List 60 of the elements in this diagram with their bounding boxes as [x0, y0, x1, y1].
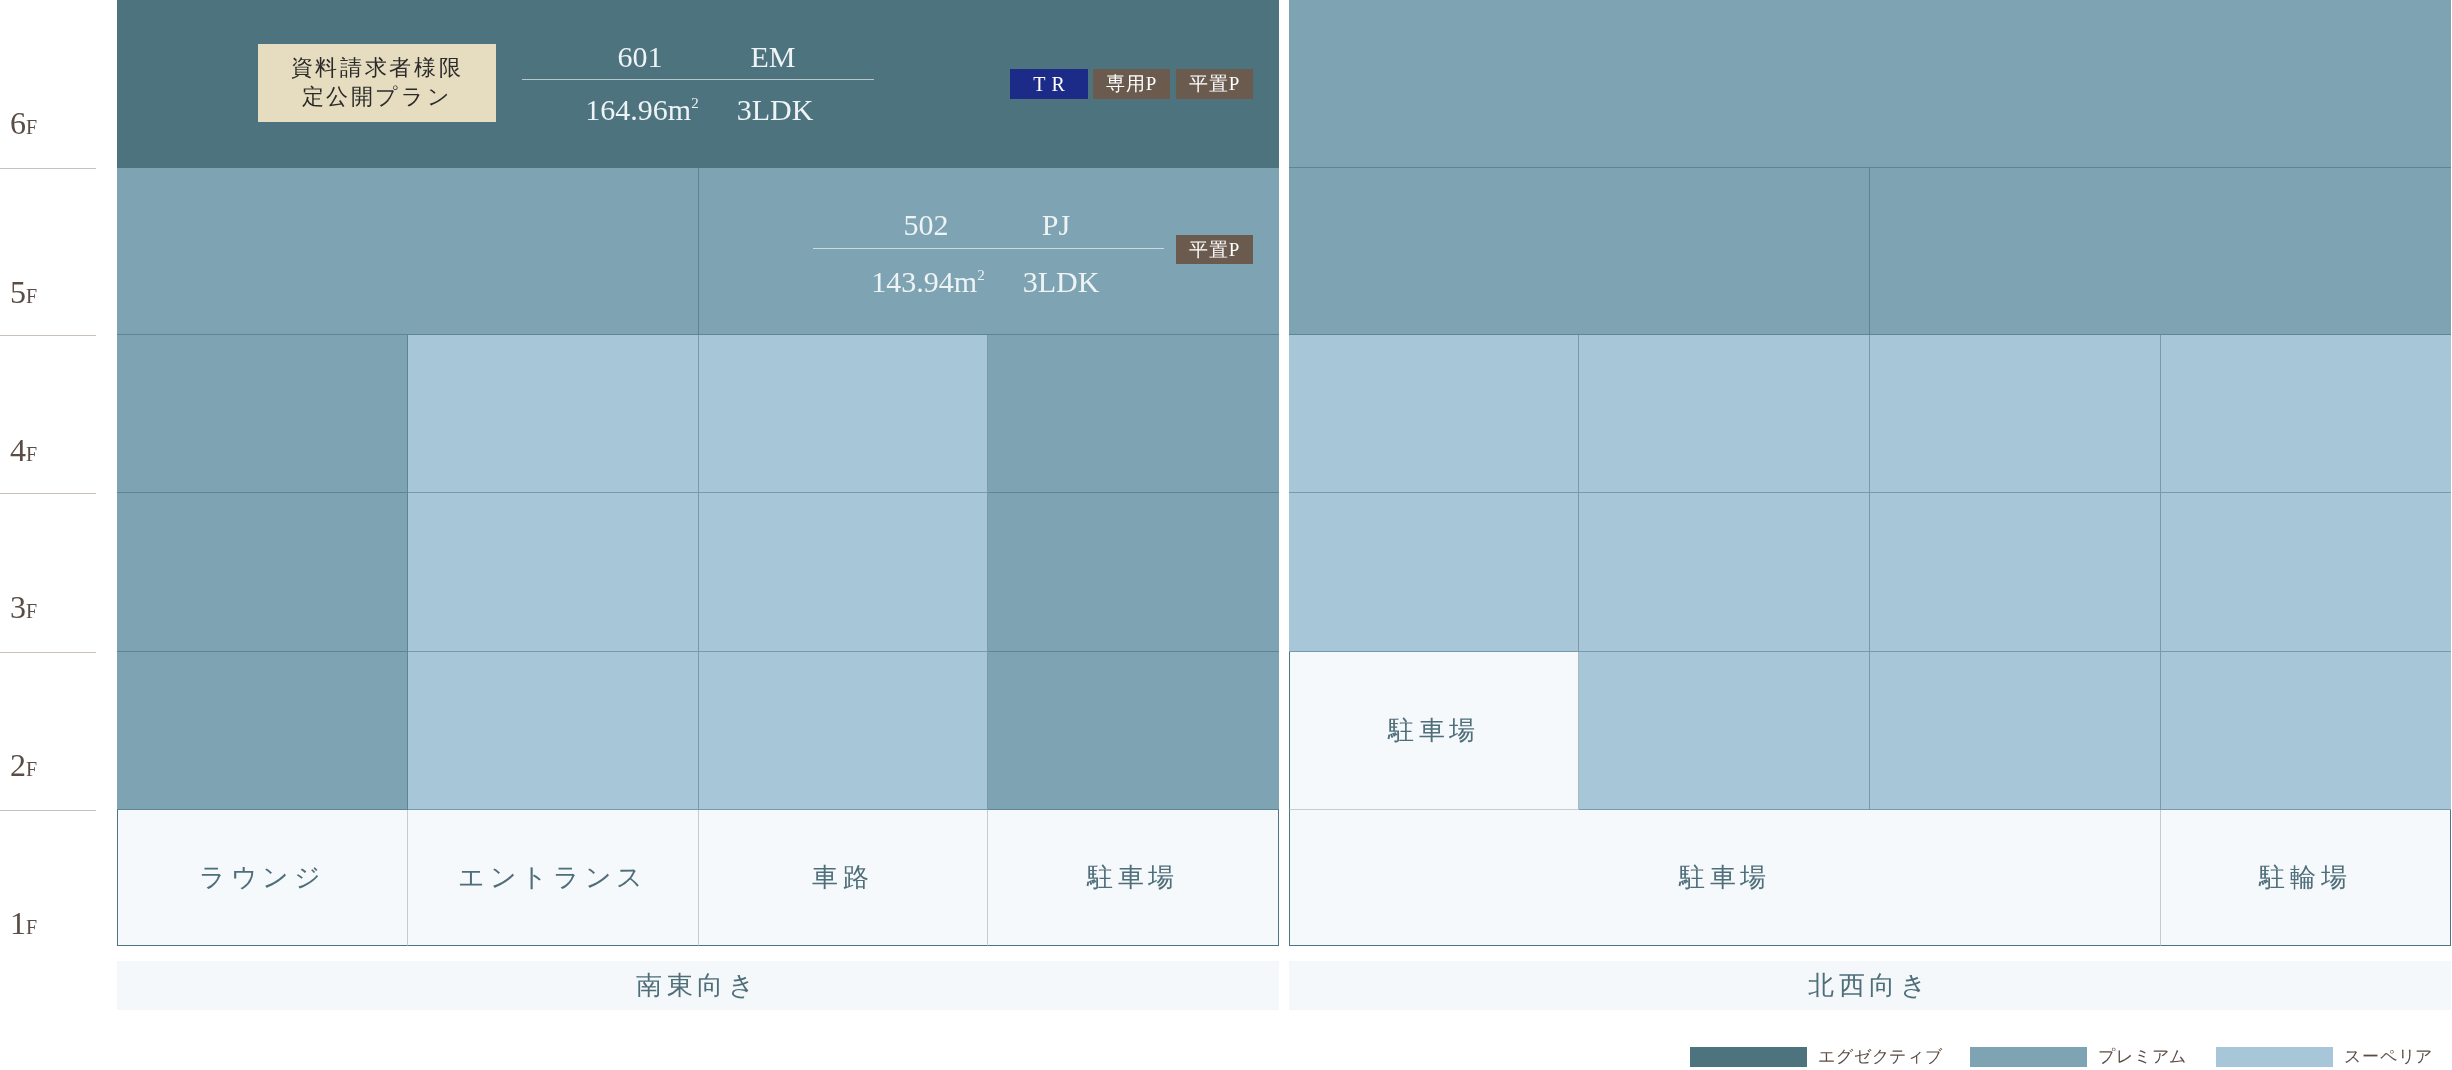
- unit-cell: [699, 493, 988, 652]
- floor-label: 1F: [10, 907, 38, 939]
- tag-badge: 平置P: [1176, 235, 1253, 264]
- unit-cell: [1579, 493, 1870, 652]
- floor-label: 6F: [10, 107, 38, 139]
- facility-cell: エントランス: [408, 810, 699, 946]
- unit-cell: [1870, 335, 2161, 493]
- unit-cell: [699, 335, 988, 493]
- unit-cell: [988, 335, 1279, 493]
- unit-cell: [699, 652, 988, 810]
- unit-cell: [1870, 168, 2451, 335]
- unit-cell: [1289, 493, 1579, 652]
- facility-cell: 駐車場: [1289, 652, 1579, 810]
- unit-cell: [1870, 652, 2161, 810]
- direction-band: 北西向き: [1289, 961, 2451, 1010]
- room-layout: 3LDK: [736, 92, 814, 126]
- legend-label: スーペリア: [2344, 1046, 2434, 1068]
- facility-cell: 車路: [699, 810, 988, 946]
- unit-cell: [1289, 0, 2451, 168]
- unit-cell: [1579, 335, 1870, 493]
- floor-label: 3F: [10, 591, 38, 623]
- plan-code: EM: [750, 39, 796, 73]
- floor-area: 164.96m$^{2}$: [585, 92, 699, 126]
- unit-cell: [408, 335, 699, 493]
- unit-cell: [1870, 493, 2161, 652]
- unit-cell: [117, 168, 699, 335]
- tag-badge: 専用P: [1093, 69, 1170, 99]
- legend-label: プレミアム: [2098, 1046, 2188, 1068]
- floor-label: 5F: [10, 276, 38, 308]
- facility-cell: 駐車場: [1289, 810, 2161, 946]
- unit-number: 502: [903, 207, 949, 241]
- floor-label: 2F: [10, 749, 38, 781]
- unit-cell: [1579, 652, 1870, 810]
- unit-cell: [988, 493, 1279, 652]
- facility-cell: 駐車場: [988, 810, 1279, 946]
- room-layout: 3LDK: [1022, 264, 1100, 298]
- facility-cell: ラウンジ: [117, 810, 408, 946]
- unit-cell: [1289, 335, 1579, 493]
- floor-area: 143.94m$^{2}$: [871, 264, 985, 298]
- unit-cell: [1289, 168, 1870, 335]
- legend-label: エグゼクティブ: [1818, 1046, 1943, 1068]
- tag-badge: TR: [1010, 69, 1088, 99]
- unit-cell: [117, 335, 408, 493]
- unit-cell: [2161, 335, 2451, 493]
- plan-code: PJ: [1041, 207, 1071, 241]
- direction-band: 南東向き: [117, 961, 1279, 1010]
- unit-cell: [408, 493, 699, 652]
- unit-cell: [2161, 493, 2451, 652]
- unit-cell: [117, 0, 1279, 168]
- unit-cell: [117, 652, 408, 810]
- unit-cell: [2161, 652, 2451, 810]
- unit-cell: [117, 493, 408, 652]
- notice-box: 資料請求者様限定公開プラン: [258, 44, 496, 122]
- facility-cell: 駐輪場: [2161, 810, 2451, 946]
- tag-badge: 平置P: [1176, 69, 1253, 99]
- floor-label: 4F: [10, 434, 38, 466]
- unit-number: 601: [617, 39, 663, 73]
- unit-cell: [988, 652, 1279, 810]
- unit-cell: [408, 652, 699, 810]
- unit-cell: [699, 168, 1279, 335]
